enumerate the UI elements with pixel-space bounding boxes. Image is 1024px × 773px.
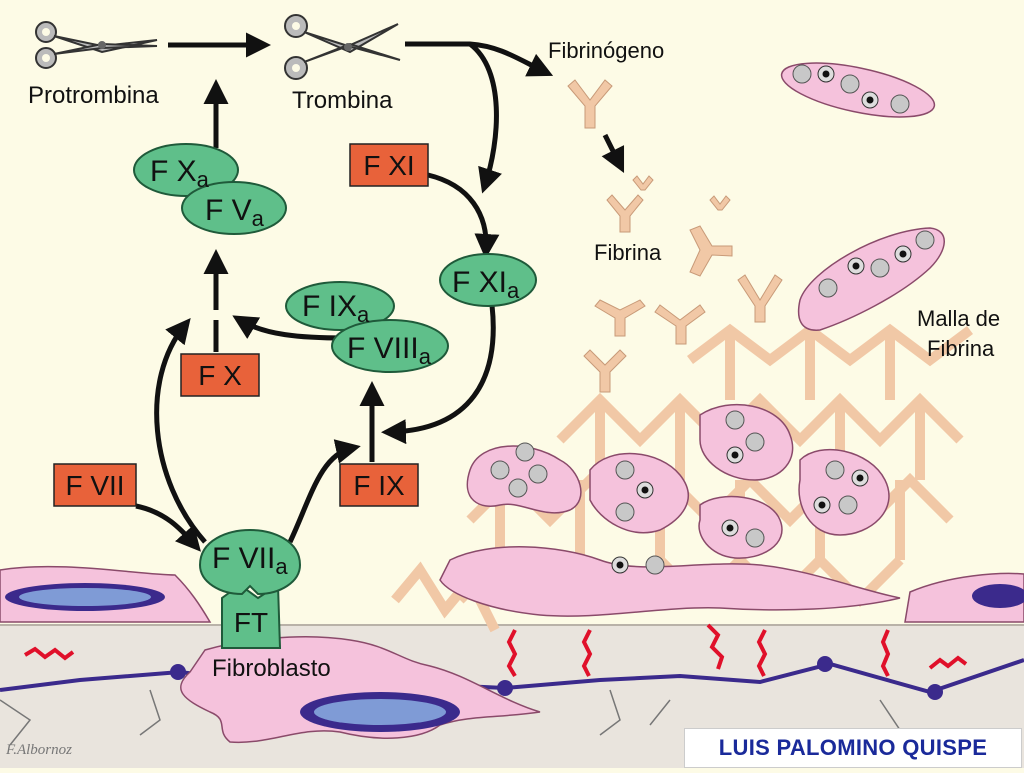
factor-fvii-box	[53, 463, 137, 507]
floating-cell-top	[780, 62, 936, 118]
arrow-fxi-fxia	[427, 172, 500, 259]
scissors-open-icon	[284, 14, 401, 80]
fxa-main: F X	[150, 155, 197, 188]
label-fibrina: Fibrina	[594, 240, 662, 265]
red-fiber	[880, 629, 891, 677]
red-fiber	[756, 629, 768, 677]
red-fiber	[706, 623, 725, 670]
svg-text:F Va: F Va	[205, 194, 265, 231]
fixa-sub: a	[357, 302, 370, 327]
factor-fviia	[198, 528, 302, 596]
red-fiber	[581, 629, 593, 677]
factor-fxa	[133, 143, 239, 197]
fixa-main: F IX	[302, 290, 357, 323]
platelet-aggregate	[439, 403, 901, 617]
red-fiber	[506, 629, 518, 678]
fxa-sub: a	[197, 167, 210, 192]
red-fiber	[928, 655, 968, 670]
label-fibroblasto: Fibroblasto	[212, 655, 331, 682]
label-malla-line1: Malla de	[917, 306, 1000, 331]
svg-text:F VIIIa: F VIIIa	[347, 332, 432, 369]
label-fibrinogeno: Fibrinógeno	[548, 38, 664, 63]
arrow-fxia-fix	[381, 304, 496, 445]
author-box: LUIS PALOMINO QUISPE	[684, 728, 1022, 768]
fviiia-sub: a	[419, 344, 432, 369]
author-name: LUIS PALOMINO QUISPE	[718, 735, 988, 760]
ft-label: FT	[234, 607, 268, 638]
arrow-fvii-fviia	[135, 503, 201, 552]
factor-fvii-label: F VII	[65, 470, 124, 501]
pathway-arrows	[135, 32, 625, 552]
arrow-fibrinogeno-fibrina	[601, 133, 625, 174]
fibrin-monomers	[567, 79, 783, 393]
fviia-sub: a	[275, 554, 288, 579]
floating-cell-mid	[797, 227, 945, 331]
nucleus-right	[972, 584, 1024, 608]
arrow-fviia-fix	[287, 439, 361, 544]
fviia-main: F VII	[212, 542, 275, 575]
thin-fibers	[0, 689, 902, 746]
factor-fix-label: F IX	[353, 470, 405, 501]
fva-sub: a	[252, 206, 265, 231]
factor-fviiia	[331, 319, 449, 373]
fibroblast-nucleus-inner	[314, 699, 446, 725]
fva-main: F V	[205, 194, 252, 227]
factor-fva	[181, 181, 287, 235]
factor-fx-box	[180, 353, 260, 397]
scissors-icon	[35, 21, 158, 69]
collagen-node	[927, 684, 943, 700]
factor-fix-box	[339, 463, 419, 507]
factor-fixa	[285, 281, 395, 331]
svg-text:F Xa: F Xa	[150, 155, 210, 192]
svg-text:F XIa: F XIa	[452, 266, 520, 303]
label-protrombina: Protrombina	[28, 82, 159, 109]
artist-signature: F.Albornoz	[6, 742, 72, 758]
factor-fx-label: F X	[198, 360, 242, 391]
arrow-fviia-fx	[154, 318, 207, 544]
label-trombina: Trombina	[292, 87, 393, 114]
fxia-sub: a	[507, 278, 520, 303]
label-malla-line2: Fibrina	[927, 336, 995, 361]
collagen-node	[497, 680, 513, 696]
nucleus-left-inner	[19, 588, 151, 606]
svg-text:F IXa: F IXa	[302, 290, 370, 327]
ft-receptor-shape	[221, 583, 282, 649]
factor-fxia	[439, 253, 537, 307]
red-fiber	[23, 646, 75, 661]
collagen-node	[817, 656, 833, 672]
arrow-trombina-fxi	[468, 41, 502, 194]
factor-fxi-label: F XI	[363, 150, 414, 181]
factor-fxi-box	[349, 143, 429, 187]
svg-text:F VIIa: F VIIa	[212, 542, 288, 579]
collagen-node	[170, 664, 186, 680]
fviiia-main: F VIII	[347, 332, 419, 365]
fxia-main: F XI	[452, 266, 507, 299]
arrow-fixa-fx	[232, 315, 346, 341]
